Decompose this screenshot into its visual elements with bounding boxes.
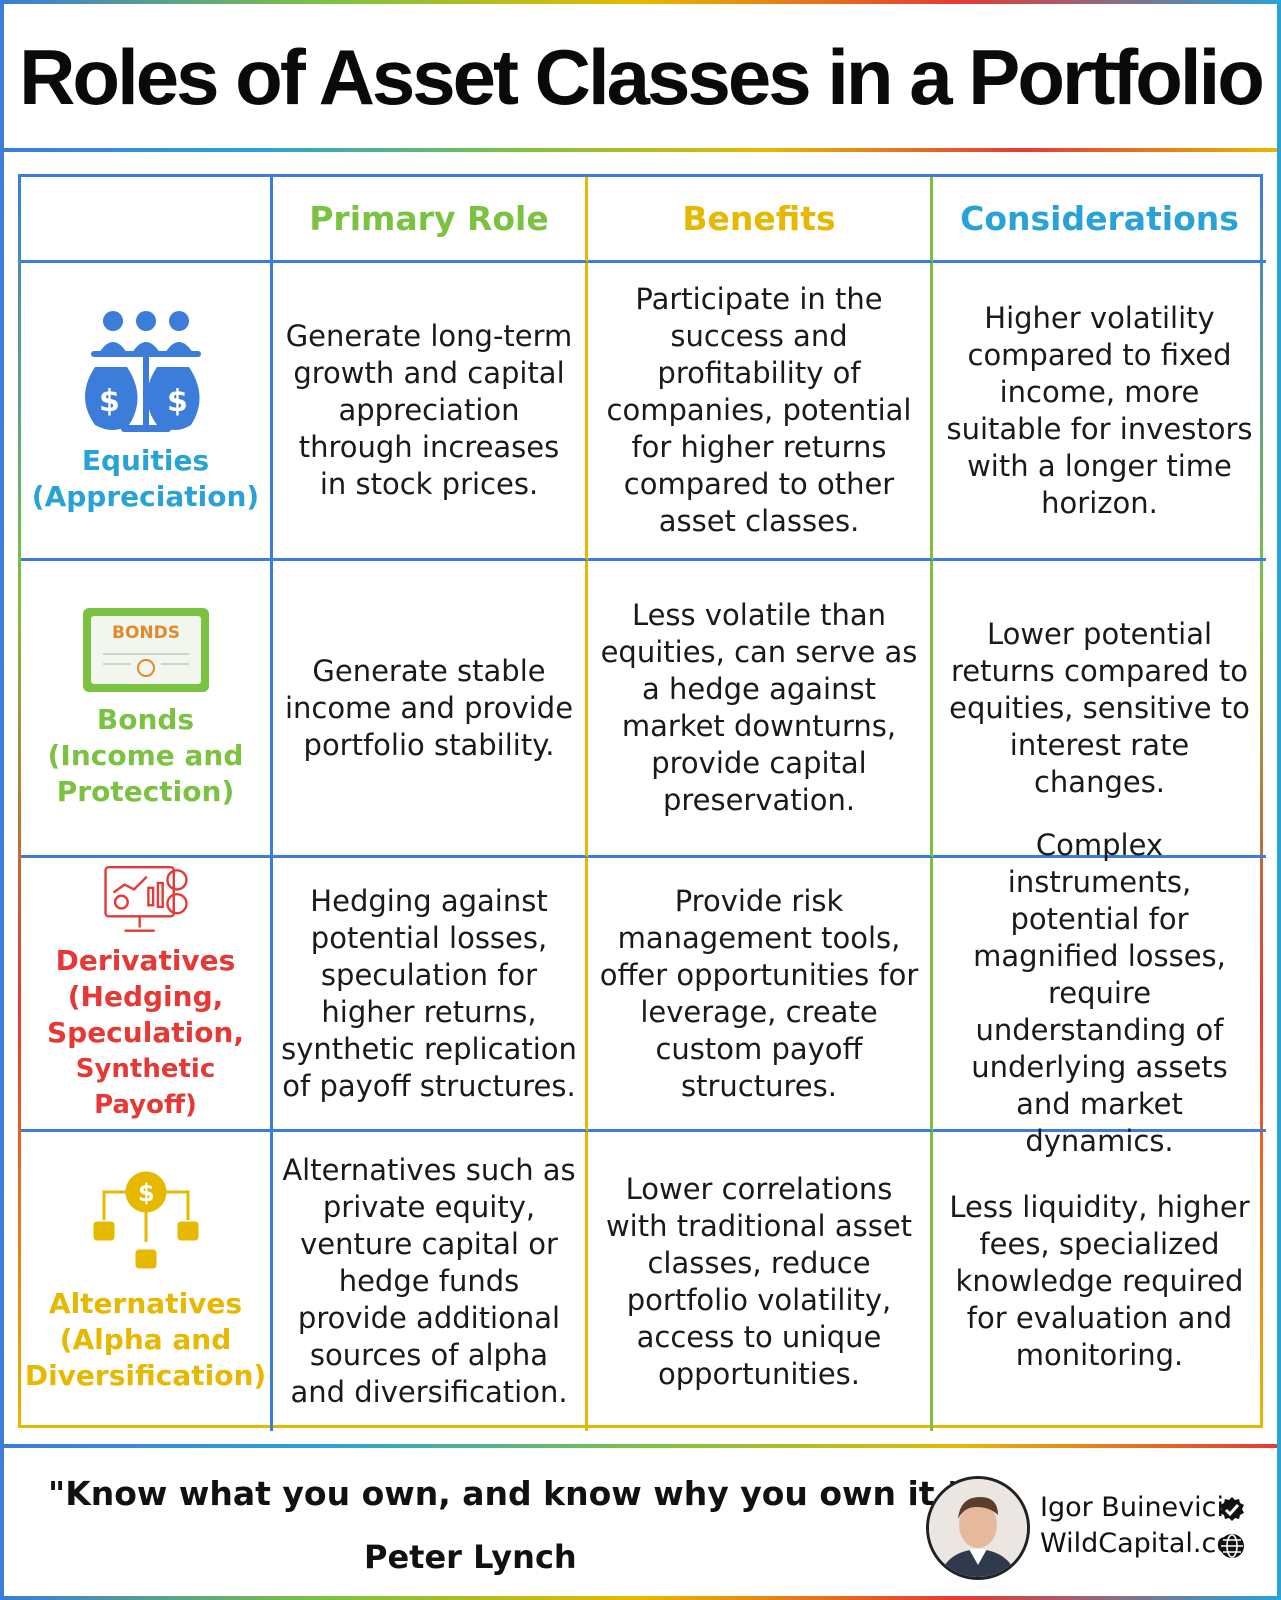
svg-text:$: $ — [138, 1179, 155, 1207]
verified-badge-icon — [1220, 1497, 1244, 1521]
trading-monitor-icon — [103, 865, 188, 932]
asset-role: Diversification) — [24, 1358, 267, 1392]
svg-text:BONDS: BONDS — [112, 623, 180, 643]
svg-text:$: $ — [99, 384, 120, 419]
primary-role-derivatives: Hedging against potential losses, specul… — [273, 858, 588, 1132]
asset-cell-equities: $$ Equities (Appreciation) — [21, 263, 273, 561]
header-empty-cell — [21, 177, 273, 263]
benefits-bonds: Less volatile than equities, can serve a… — [588, 561, 933, 858]
brand-website[interactable]: WildCapital.co — [1040, 1528, 1233, 1559]
asset-name: Bonds — [96, 703, 195, 736]
portrait-image — [929, 1479, 1027, 1577]
benefits-alternatives: Lower correlations with traditional asse… — [588, 1132, 933, 1431]
benefits-derivatives: Provide risk management tools, offer opp… — [588, 858, 933, 1132]
asset-cell-bonds: BONDS Bonds (Income and Protection) — [21, 561, 273, 858]
asset-role: Protection) — [56, 775, 235, 808]
asset-role: Synthetic Payoff) — [75, 1054, 216, 1120]
title-bar: Roles of Asset Classes in a Portfolio — [4, 4, 1277, 150]
asset-role: Speculation, — [46, 1016, 244, 1049]
page-title: Roles of Asset Classes in a Portfolio — [19, 32, 1265, 121]
investors-scale-icon: $$ — [84, 310, 201, 432]
asset-name: Alternatives — [48, 1286, 243, 1320]
header-primary-role: Primary Role — [273, 177, 588, 263]
asset-roles-table: Primary Role Benefits Considerations $$ … — [18, 174, 1266, 1431]
bond-certificate-icon: BONDS — [82, 608, 209, 692]
footer-divider — [4, 1444, 1277, 1448]
asset-cell-alternatives: $ Alternatives (Alpha and Diversificatio… — [21, 1132, 273, 1431]
footer: "Know what you own, and know why you own… — [4, 1448, 1277, 1596]
considerations-bonds: Lower potential returns compared to equi… — [933, 561, 1266, 858]
asset-role: (Appreciation) — [31, 479, 260, 513]
brand-name: Igor Buinevici — [1040, 1492, 1224, 1523]
globe-icon — [1220, 1534, 1244, 1558]
asset-role: (Alpha and — [59, 1322, 232, 1356]
considerations-alternatives: Less liquidity, higher fees, specialized… — [949, 1190, 1250, 1372]
title-divider — [4, 148, 1277, 152]
asset-cell-derivatives: Derivatives (Hedging, Speculation, Synth… — [21, 858, 273, 1132]
considerations-derivatives: Complex instruments, potential for magni… — [933, 828, 1266, 1158]
header-considerations: Considerations — [933, 177, 1266, 263]
benefits-equities: Participate in the success and profitabi… — [588, 263, 933, 561]
asset-name: Equities — [81, 443, 210, 477]
primary-role-alternatives: Alternatives such as private equity, ven… — [273, 1132, 588, 1431]
svg-text:$: $ — [167, 384, 188, 419]
header-benefits: Benefits — [588, 177, 933, 263]
asset-role: (Hedging, — [67, 980, 224, 1013]
primary-role-equities: Generate long-term growth and capital ap… — [273, 263, 588, 561]
avatar — [926, 1476, 1030, 1580]
quote-text: "Know what you own, and know why you own… — [48, 1474, 965, 1513]
dollar-distribution-icon: $ — [93, 1171, 198, 1268]
considerations-equities: Higher volatility compared to fixed inco… — [933, 263, 1266, 561]
asset-name: Derivatives — [55, 944, 236, 977]
quote-author: Peter Lynch — [364, 1538, 577, 1576]
primary-role-bonds: Generate stable income and provide portf… — [273, 561, 588, 858]
asset-role: (Income and — [47, 739, 244, 772]
